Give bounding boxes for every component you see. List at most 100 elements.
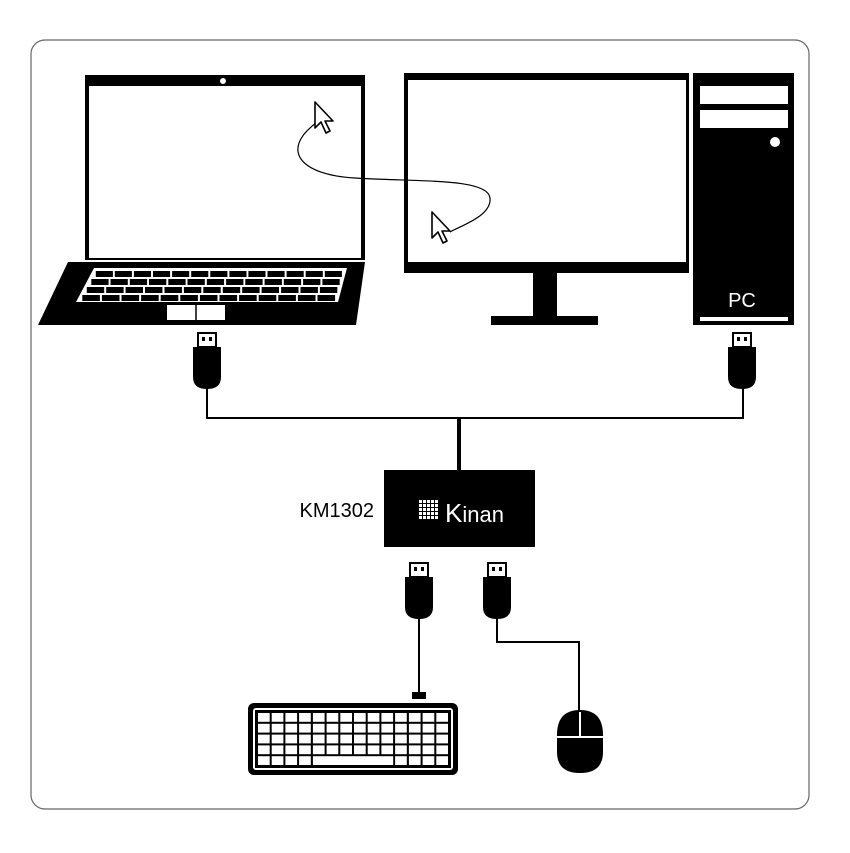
laptop-key: [133, 271, 151, 277]
logo-dot: [427, 516, 430, 519]
keyboard-key: [326, 713, 339, 722]
keyboard-key: [285, 756, 298, 765]
keyboard-key: [367, 723, 380, 733]
keyboard-key: [367, 713, 380, 722]
keyboard-key: [395, 756, 407, 765]
keyboard-key: [422, 723, 435, 733]
pc-label: PC: [728, 290, 756, 312]
keyboard-key: [381, 713, 394, 722]
keyboard-key: [408, 713, 421, 722]
laptop-key: [219, 295, 238, 301]
keyboard-key: [422, 756, 435, 765]
laptop-key: [121, 295, 140, 301]
laptop-key: [322, 279, 340, 285]
keyboard-key: [354, 745, 366, 755]
laptop-key: [283, 279, 302, 285]
keyboard-key: [354, 734, 366, 744]
keyboard-key: [436, 713, 448, 722]
keyboard-key: [408, 734, 421, 744]
laptop-key: [267, 271, 285, 277]
mouse-icon: [557, 710, 603, 773]
laptop-key: [168, 279, 186, 285]
laptop-key: [160, 295, 179, 301]
keyboard-key: [367, 745, 380, 755]
laptop-key: [172, 271, 190, 277]
logo-dot: [431, 508, 434, 511]
laptop-key: [305, 271, 323, 277]
keyboard-key: [340, 745, 352, 755]
host-cable: [206, 389, 744, 419]
laptop-key: [164, 287, 182, 293]
laptop-key: [303, 279, 321, 285]
laptop-key: [180, 295, 198, 301]
laptop-key: [153, 271, 171, 277]
keyboard-key: [258, 713, 270, 722]
laptop-key: [86, 287, 105, 293]
laptop-key: [82, 295, 100, 301]
laptop-key: [264, 279, 282, 285]
keyboard-key: [422, 713, 435, 722]
keyboard-key: [367, 734, 380, 744]
laptop-key: [242, 287, 260, 293]
keyboard-key: [436, 745, 448, 755]
keyboard-key: [395, 723, 407, 733]
laptop-key: [229, 271, 247, 277]
usb-plug-icon: [482, 562, 512, 620]
logo-dot: [431, 516, 434, 519]
logo-dot: [419, 516, 422, 519]
keyboard-key: [271, 745, 284, 755]
laptop-key: [125, 287, 143, 293]
laptop-key: [149, 279, 167, 285]
keyboard-key: [299, 756, 311, 765]
keyboard-key: [354, 723, 366, 733]
brand-logo-grid: [419, 500, 438, 519]
keyboard-key: [408, 756, 421, 765]
keyboard-key: [422, 734, 435, 744]
keyboard-key: [408, 745, 421, 755]
logo-dot: [435, 508, 438, 511]
laptop-key: [191, 271, 209, 277]
laptop-key: [114, 271, 132, 277]
monitor-icon: [404, 73, 689, 325]
laptop-key: [203, 287, 221, 293]
keyboard-key: [299, 713, 311, 722]
logo-dot: [427, 504, 430, 507]
keyboard-key: [381, 745, 394, 755]
keyboard-key: [436, 723, 448, 733]
logo-dot: [435, 504, 438, 507]
device-model-label: KM1302: [300, 500, 375, 522]
laptop-key: [110, 279, 128, 285]
logo-dot: [435, 512, 438, 515]
keyboard-key: [285, 745, 298, 755]
keyboard-key: [299, 734, 311, 744]
keyboard-key: [436, 756, 448, 765]
keyboard-key: [271, 713, 284, 722]
keyboard-key: [312, 734, 325, 744]
laptop-key: [210, 271, 228, 277]
keyboard-key: [326, 745, 339, 755]
laptop-key: [319, 287, 338, 293]
logo-dot: [419, 504, 422, 507]
laptop-key: [286, 271, 304, 277]
keyboard-key: [285, 713, 298, 722]
laptop-key: [281, 287, 299, 293]
laptop-key: [300, 287, 318, 293]
keyboard-key: [299, 723, 311, 733]
usb-plug-icon: [727, 332, 757, 390]
keyboard-key: [340, 734, 352, 744]
cursor-path: [297, 122, 491, 233]
keyboard-key: [299, 745, 311, 755]
keyboard-key: [422, 745, 435, 755]
keyboard-key: [340, 713, 352, 722]
keyboard-key: [271, 756, 284, 765]
laptop-key: [258, 295, 277, 301]
logo-dot: [431, 512, 434, 515]
laptop-key: [248, 271, 266, 277]
logo-dot: [419, 500, 422, 503]
keyboard-key: [381, 723, 394, 733]
laptop-key: [222, 287, 241, 293]
keyboard-key: [271, 734, 284, 744]
logo-dot: [427, 512, 430, 515]
laptop-key: [317, 295, 336, 301]
laptop-key: [324, 271, 342, 277]
